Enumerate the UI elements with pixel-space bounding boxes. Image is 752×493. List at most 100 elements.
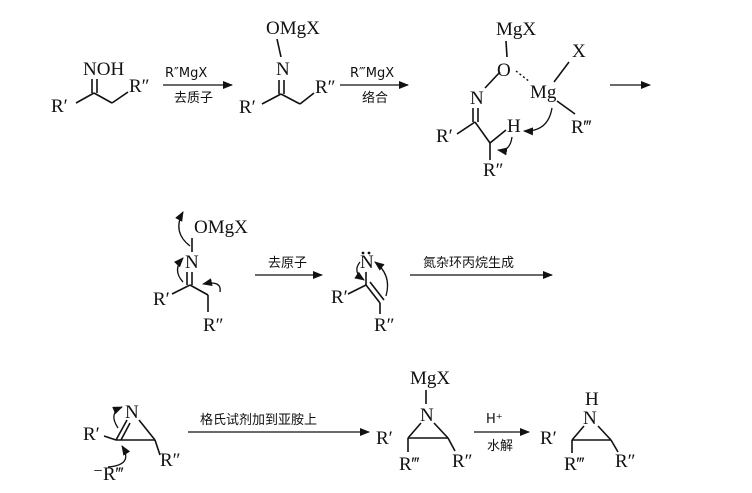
n-label: N	[185, 252, 199, 273]
ring-bond	[571, 425, 585, 441]
magnesium-aziridine-structure: MgX N R′ R‴ R″	[376, 368, 473, 475]
bond	[103, 435, 117, 441]
vinyl-nitrene-structure: N R′ R″	[331, 251, 395, 336]
r2-label: R″	[203, 315, 224, 336]
x-label: X	[572, 41, 586, 62]
reaction-arrow-7: H⁺ 水解	[474, 412, 530, 454]
cc-double-bond-b	[369, 281, 385, 301]
r1-label: R′	[153, 289, 170, 310]
mg-label: Mg	[530, 82, 557, 103]
r2-label: R″	[315, 77, 336, 98]
r1-label: R′	[540, 428, 557, 449]
curved-arrow	[112, 406, 123, 429]
bond	[347, 284, 367, 295]
r2-label: R″	[615, 451, 636, 472]
aziridine-product-structure: H N R′ R‴ R″	[540, 389, 636, 475]
bond	[299, 92, 315, 105]
noh-label: NOH	[83, 59, 124, 80]
n-label: N	[125, 402, 139, 423]
ring-bond	[138, 419, 156, 441]
h-label: H	[507, 116, 521, 137]
ring-bond	[407, 422, 422, 439]
reagent-label: R″MgX	[165, 66, 207, 81]
reagent-label: R‴MgX	[350, 66, 394, 81]
omgx-label: OMgX	[194, 217, 248, 238]
bond	[276, 38, 282, 58]
bond	[75, 92, 95, 104]
ring-double-bond-a	[115, 419, 128, 441]
n-label: N	[420, 405, 434, 426]
nucleophile-label: ⁻R‴	[93, 464, 124, 485]
h-label: H	[585, 389, 599, 410]
reagent-label: H⁺	[486, 412, 503, 427]
lone-pair-dot	[361, 251, 365, 255]
ring-double-bond-b	[120, 422, 131, 441]
lone-pair-dot	[367, 251, 371, 255]
step-label: 络合	[362, 90, 388, 106]
dative-bond	[515, 70, 531, 83]
reaction-arrow-5: 氮杂环丙烷生成	[410, 256, 553, 279]
bond	[556, 100, 576, 115]
bond	[484, 71, 501, 89]
n-label: N	[276, 59, 290, 80]
r1-label: R′	[376, 428, 393, 449]
oxime-structure: NOH R′ R″	[51, 59, 150, 117]
bond	[261, 93, 282, 105]
bond	[447, 437, 456, 452]
bond	[610, 439, 619, 453]
r2-label: R″	[483, 160, 504, 181]
r2-label: R″	[374, 315, 395, 336]
reaction-arrow-6: 格氏试剂加到亚胺上	[188, 412, 370, 436]
curved-arrow	[202, 278, 221, 293]
bond	[189, 284, 209, 296]
r2-label: R″	[160, 450, 181, 471]
curved-arrow	[173, 257, 184, 283]
r1-label: R′	[51, 96, 68, 117]
curved-arrow	[175, 211, 191, 247]
bond	[93, 92, 113, 104]
bond	[111, 91, 129, 104]
elimination-structure: OMgX N R′ R″	[153, 211, 248, 336]
reaction-arrow-4: 去原子	[255, 256, 323, 279]
step-label: 去原子	[268, 256, 307, 271]
reaction-arrow-2: R‴MgX 络合	[340, 66, 409, 106]
curved-arrow	[107, 445, 131, 468]
step-label: 去质子	[174, 91, 213, 106]
o-label: O	[497, 60, 511, 81]
bond	[456, 121, 476, 135]
cc-double-bond-a	[365, 284, 381, 304]
n-label: N	[470, 88, 484, 109]
r3-label: R‴	[399, 454, 420, 475]
bond	[280, 93, 301, 105]
r3-label: R‴	[571, 117, 592, 138]
r3-label: R‴	[564, 454, 585, 475]
bond	[505, 40, 508, 58]
r2-label: R″	[452, 451, 473, 472]
n-label: N	[360, 252, 374, 273]
n-label: N	[583, 408, 597, 429]
r2-label: R″	[129, 76, 150, 97]
bond	[553, 61, 570, 83]
curved-arrow	[497, 136, 513, 156]
complex-structure: MgX O Mg X R‴ N H R′ R″	[436, 19, 592, 181]
bond	[489, 129, 507, 144]
bond	[171, 284, 191, 295]
bond	[474, 121, 491, 144]
mgx-label: MgX	[410, 368, 450, 389]
curved-arrow	[354, 261, 365, 281]
r1-label: R′	[239, 97, 256, 118]
r1-label: R′	[331, 287, 348, 308]
curved-arrow	[523, 107, 553, 136]
step-label: 氮杂环丙烷生成	[423, 256, 514, 271]
step-label: 水解	[487, 439, 513, 454]
magnesium-oximate-structure: OMgX N R′ R″	[239, 18, 336, 118]
mgx-label: MgX	[496, 19, 536, 40]
bond	[154, 439, 161, 456]
r1-label: R′	[83, 424, 100, 445]
omgx-label: OMgX	[266, 18, 320, 39]
ring-bond	[433, 422, 449, 439]
step-label: 格氏试剂加到亚胺上	[200, 412, 317, 428]
curved-arrow	[374, 261, 389, 297]
azirine-structure: N R′ R″ ⁻R‴	[83, 402, 181, 485]
